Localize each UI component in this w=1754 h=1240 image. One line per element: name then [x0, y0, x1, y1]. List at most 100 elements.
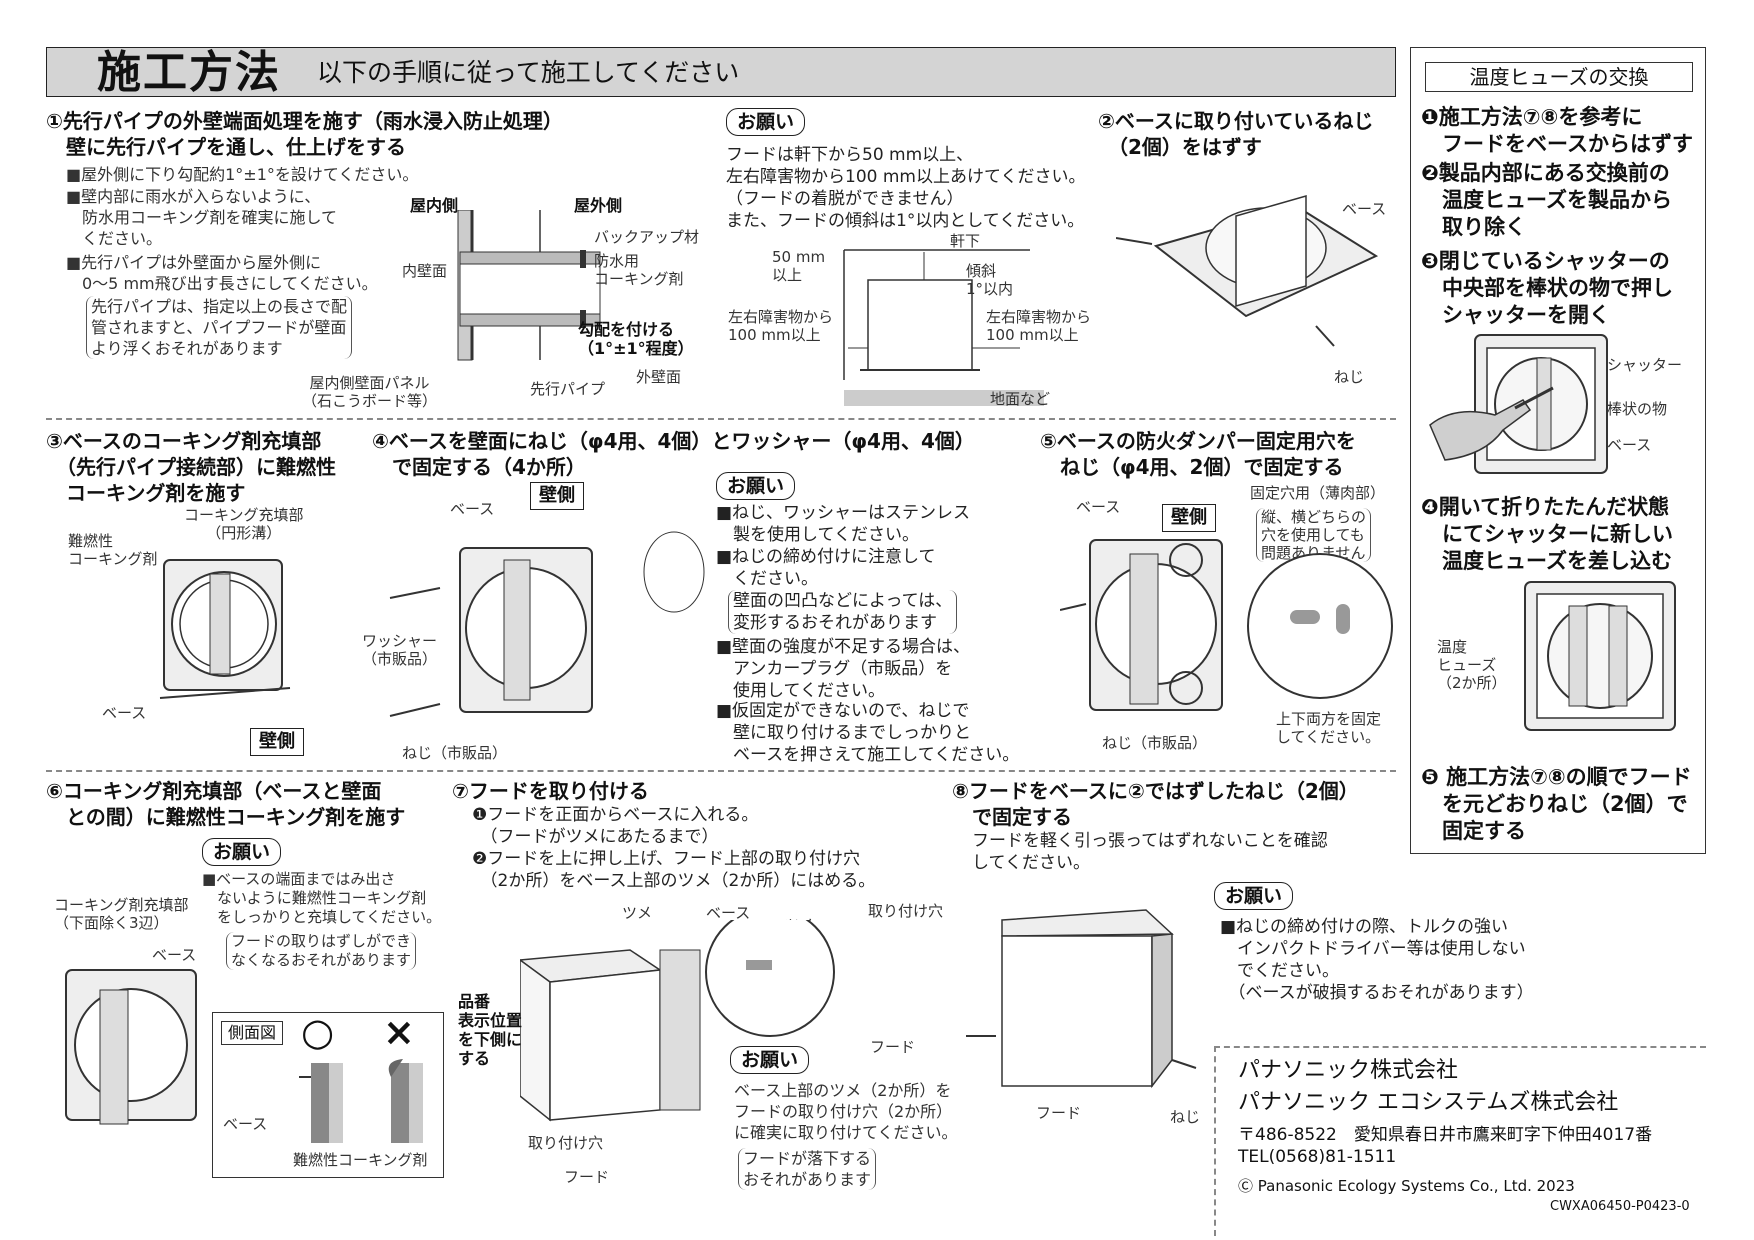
- step6-base-label: ベース: [152, 946, 197, 964]
- step2-title: ②ベースに取り付いているねじ （2個）をはずす: [1098, 109, 1374, 159]
- step8-hood-label: フード: [1036, 1104, 1082, 1122]
- request-1-badge: お願い: [726, 108, 806, 136]
- fuse-step-2: ❷製品内部にある交換前の 温度ヒューズを製品から 取り除く: [1421, 161, 1672, 239]
- company-divider-left: [1214, 1046, 1216, 1236]
- step6-title: ⑥コーキング剤充填部（ベースと壁面 との間）に難燃性コーキング剤を施す: [46, 779, 406, 829]
- step3-title: ③ベースのコーキング剤充填部 （先行パイプ接続部）に難燃性 コーキング剤を施す: [46, 429, 336, 505]
- caulk-fill-label: コーキング充填部 （円形溝）: [184, 506, 304, 542]
- divider-1: [46, 418, 1396, 420]
- fuse-label: 温度 ヒューズ （2か所）: [1437, 638, 1507, 692]
- side-view-label: 側面図: [221, 1021, 284, 1045]
- step7-request-text: ベース上部のツメ（2か所）を フードの取り付け穴（2か所） に確実に取り付けてく…: [734, 1081, 958, 1142]
- step8-title: ⑧フードをベースに②ではずしたねじ（2個） で固定する: [952, 779, 1359, 829]
- step4-request-badge: お願い: [716, 472, 796, 500]
- fuse-replacement-panel: 温度ヒューズの交換 ❶施工方法⑦⑧を参考に フードをベースからはずす ❷製品内部…: [1410, 47, 1706, 854]
- fuse-step-5: ❺ 施工方法⑦⑧の順でフード を元どおりねじ（2個）で 固定する: [1421, 765, 1692, 843]
- document-code: CWXA06450-P0423-0: [1550, 1199, 1690, 1214]
- step4-title: ④ベースを壁面にねじ（φ4用、4個）とワッシャー（φ4用、4個） で固定する（4…: [372, 429, 975, 479]
- fuse-insert-illustration: [1524, 581, 1676, 731]
- step4-base-label: ベース: [450, 500, 495, 518]
- step3-wall-side-badge: 壁側: [250, 728, 304, 756]
- panel-label: 屋内側壁面パネル （石こうボード等）: [302, 374, 438, 410]
- copyright: Ⓒ Panasonic Ecology Systems Co., Ltd. 20…: [1238, 1177, 1575, 1195]
- step7-request-badge: お願い: [730, 1046, 810, 1074]
- step7-base-label: ベース: [706, 904, 751, 922]
- pipe-label: 先行パイプ: [530, 380, 606, 398]
- ok-mark: ○: [301, 1010, 335, 1054]
- step8-request-text: ■ねじの締め付けの際、トルクの強い インパクトドライバー等は使用しない でくださ…: [1220, 917, 1534, 1003]
- pipe-section-diagram: [457, 210, 601, 361]
- shutter-label: シャッター: [1607, 356, 1683, 374]
- hood-detail-label: フード: [870, 1038, 916, 1056]
- page-subtitle: 以下の手順に従って施工してください: [317, 58, 740, 87]
- company-address: 〒486-8522 愛知県春日井市鷹来町字下仲田4017番: [1238, 1125, 1653, 1145]
- fuse-step-3: ❸閉じているシャッターの 中央部を棒状の物で押し シャッターを開く: [1421, 249, 1673, 327]
- step7-request-note: フードが落下する おそれがあります: [738, 1148, 877, 1190]
- divider-2: [46, 770, 1396, 772]
- 50mm-label: 50 mm 以上: [772, 248, 826, 284]
- outdoor-label: 屋外側: [574, 196, 623, 215]
- step8-request-badge: お願い: [1214, 882, 1294, 910]
- base-screw-removal-illustration: [1116, 195, 1379, 347]
- step3-base-label: ベース: [102, 704, 147, 722]
- step7-hood-label: フード: [564, 1168, 610, 1186]
- clearance-diagram: [843, 249, 1044, 406]
- page-title: 施工方法: [97, 47, 281, 98]
- washer-label: ワッシャー （市販品）: [362, 632, 438, 668]
- step1-bullet-1: ■屋外側に下り勾配約1°±1°を設けてください。: [66, 165, 419, 184]
- damper-fix-illustration: [1060, 539, 1393, 711]
- fuse-panel-title: 温度ヒューズの交換: [1425, 62, 1693, 92]
- mounting-hole-label-2: 取り付け穴: [528, 1134, 604, 1152]
- header-bar: 施工方法 以下の手順に従って施工してください: [46, 47, 1396, 98]
- step4-request-2-note: 壁面の凹凸などによっては、 変形するおそれがあります: [728, 590, 958, 634]
- rod-label: 棒状の物: [1607, 400, 1668, 418]
- step4-request-2: ■ねじの締め付けに注意して ください。: [716, 547, 936, 589]
- step5-title: ⑤ベースの防火ダンパー固定用穴を ねじ（φ4用、2個）で固定する: [1040, 429, 1356, 479]
- fixing-hole-note: 縦、横どちらの 穴を使用しても 問題ありません: [1256, 508, 1372, 562]
- waterproof-caulk-label: 防水用 コーキング剤: [594, 252, 684, 288]
- step2-screw-label: ねじ: [1334, 368, 1365, 386]
- mounting-hole-label-1: 取り付け穴: [868, 902, 944, 920]
- step5-wall-side-badge: 壁側: [1162, 504, 1216, 532]
- step2-base-label: ベース: [1342, 200, 1387, 218]
- step4-wall-side-badge: 壁側: [530, 482, 584, 510]
- company-name-1: パナソニック株式会社: [1238, 1058, 1459, 1083]
- step6-base-illustration: [65, 969, 197, 1125]
- step4-request-3: ■壁面の強度が不足する場合は、 アンカープラグ（市販品）を 使用してください。: [716, 637, 971, 701]
- step1-title: ①先行パイプの外壁端面処理を施す（雨水浸入防止処理） 壁に先行パイプを通し、仕上…: [46, 109, 563, 159]
- step8-screw-label: ねじ: [1170, 1108, 1201, 1126]
- slope-label: 勾配を付ける （1°±1°程度）: [578, 320, 694, 358]
- sidebar-base-label: ベース: [1607, 436, 1652, 454]
- step6-request-badge: お願い: [202, 838, 282, 866]
- step4-request-4: ■仮固定ができないので、ねじで 壁に取り付けるまでしっかりと ベースを押さえて施…: [716, 701, 1020, 765]
- request-1-text: フードは軒下から50 mm以上、 左右障害物から100 mm以上あけてください。…: [726, 145, 1086, 231]
- hood-fixed-illustration: [966, 909, 1197, 1089]
- step8-text: フードを軽く引っ張ってはずれないことを確認 してください。: [972, 831, 1328, 873]
- step7-substep-2: ❷フードを上に押し上げ、フード上部の取り付け穴 （2か所）をベース上部のツメ（2…: [472, 849, 876, 891]
- caulk-3sides-label: コーキング剤充填部 （下面除く3辺）: [54, 896, 189, 932]
- fuse-step-4: ❹開いて折りたたんだ状態 にてシャッターに新しい 温度ヒューズを差し込む: [1421, 495, 1673, 573]
- inner-wall-label: 内壁面: [402, 262, 448, 280]
- base-wall-mount-illustration: [389, 531, 705, 717]
- step7-title: ⑦フードを取り付ける: [452, 779, 649, 803]
- product-label-note: 品番 表示位置 を下側に する: [458, 992, 523, 1068]
- base-caulk-illustration: [159, 559, 291, 699]
- flame-caulk-label: 難燃性 コーキング剤: [68, 532, 158, 568]
- company-divider-top: [1214, 1046, 1706, 1048]
- ground-label: 地面など: [990, 390, 1051, 408]
- outer-wall-label: 外壁面: [636, 368, 682, 386]
- step4-request-1: ■ねじ、ワッシャーはステンレス 製を使用してください。: [716, 503, 971, 545]
- eaves-label: 軒下: [950, 232, 981, 250]
- left-clearance-label: 左右障害物から 100 mm以上: [728, 308, 834, 344]
- step6-request-text: ■ベースの端面まではみ出さ ないように難燃性コーキング剤 をしっかりと充填してく…: [202, 870, 442, 926]
- ng-mark: ×: [383, 1010, 415, 1054]
- step1-bullet-2: ■壁内部に雨水が入らないように、 防水用コーキング剤を確実に施して ください。: [66, 187, 338, 248]
- step7-substep-1: ❶フードを正面からベースに入れる。 （フードがツメにあたるまで）: [472, 805, 759, 847]
- side-view-diagram: [299, 1059, 423, 1143]
- step5-screw-label: ねじ（市販品）: [1102, 734, 1208, 752]
- fix-both-label: 上下両方を固定 してください。: [1276, 710, 1382, 746]
- claw-label: ツメ: [622, 904, 653, 922]
- company-tel: TEL(0568)81-1511: [1238, 1147, 1397, 1167]
- tilt-label: 傾斜 1°以内: [966, 262, 1014, 298]
- step5-base-label: ベース: [1076, 498, 1121, 516]
